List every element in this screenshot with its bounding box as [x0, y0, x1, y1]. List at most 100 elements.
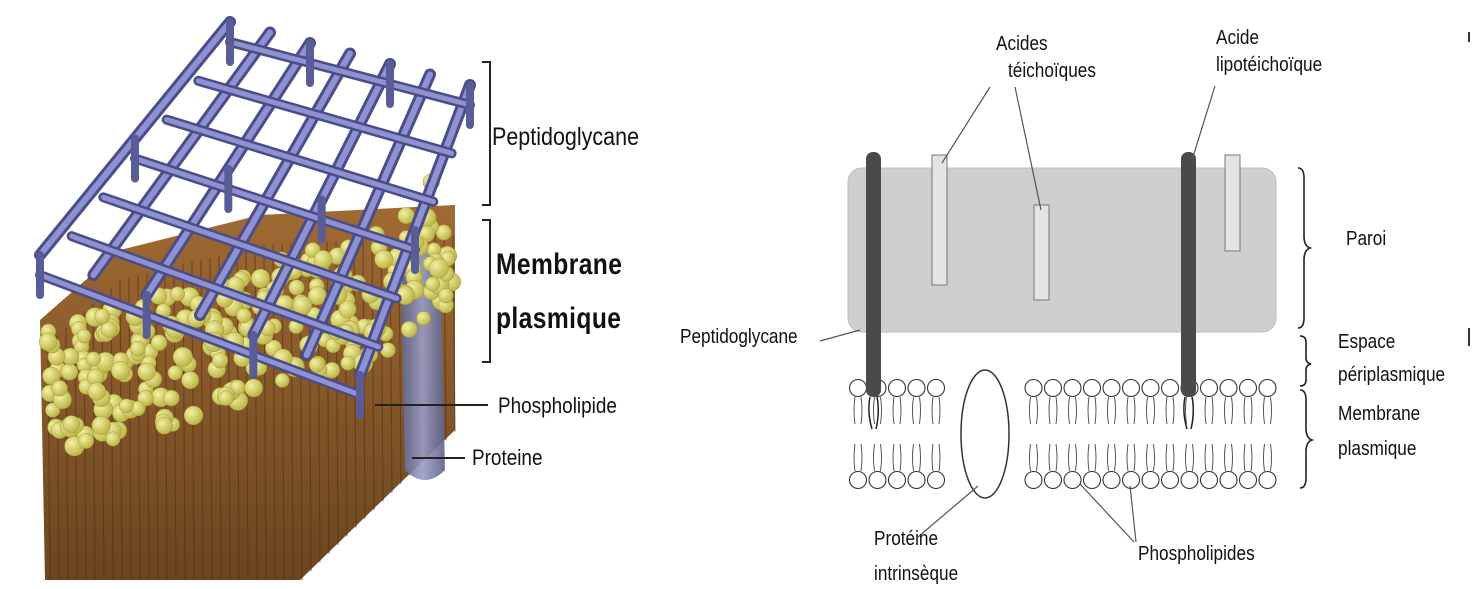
lipid-head [309, 357, 324, 372]
phospholipides-leader-1 [1080, 484, 1134, 542]
phospholipid-head [1259, 472, 1276, 489]
phospholipid-head [1201, 472, 1218, 489]
phospholipid-tail [1232, 444, 1233, 471]
phospholipid-head [1045, 472, 1062, 489]
phospholipid-tail [1166, 444, 1167, 471]
proteine-intrinseque-label-line1: Protéine [874, 528, 938, 550]
phospholipid-tail [1225, 397, 1226, 424]
lipid-head [170, 287, 184, 301]
phospholipid-tail [1069, 444, 1070, 471]
phospholipid-tail [1244, 444, 1245, 471]
lipid-head [341, 356, 355, 370]
lipid-head [111, 361, 129, 379]
phospholipid-tail [1212, 444, 1213, 471]
lipid-head [63, 416, 80, 433]
phospholipid-tail [1088, 444, 1089, 471]
lipid-head [119, 399, 133, 413]
lipid-head [429, 259, 449, 279]
phospholipid-tail [1173, 397, 1174, 424]
phospholipid-tail [1205, 444, 1206, 471]
phospholipid-tail [1147, 397, 1148, 424]
phospholipid-head [1240, 472, 1257, 489]
phospholipid-tail [1037, 397, 1038, 424]
phospholipid-tail [900, 444, 901, 471]
phospholipid-tail [1186, 397, 1187, 424]
lipoteichoic-acid-rod-2 [1181, 152, 1196, 397]
lipid-head [52, 380, 68, 396]
phospholipid-tail [1251, 397, 1252, 424]
lipid-head [398, 207, 414, 223]
phospholipid-head [1025, 380, 1042, 397]
phospholipid-head [1123, 380, 1140, 397]
lipoteichoic-acid-rod-1 [866, 152, 881, 397]
phospholipid-tail [1069, 397, 1070, 424]
left-membrane-illustration: Peptidoglycane Membrane plasmique Phosph… [0, 0, 660, 589]
phospholipid-head [1045, 380, 1062, 397]
phospholipid-head [1103, 380, 1120, 397]
phospholipid-tail [1271, 444, 1272, 471]
acide-lipoteichoique-label-line2: lipotéichoïque [1216, 54, 1322, 76]
phospholipid-head [1064, 472, 1081, 489]
phospholipid-tail [1037, 444, 1038, 471]
lipoteichoic-leader [1192, 86, 1215, 160]
phospholipid-tail [893, 397, 894, 424]
phospholipid-head [1220, 380, 1237, 397]
left-membrane-label-line2: plasmique [496, 300, 621, 338]
phospholipid-head [928, 472, 945, 489]
phospholipid-head [889, 472, 906, 489]
membrane-brace [1300, 390, 1312, 488]
lipid-head [61, 363, 78, 380]
left-phospholipide-label: Phospholipide [498, 394, 617, 419]
phospholipid-tail [1115, 397, 1116, 424]
teichoic-acid-rod-3 [1225, 155, 1240, 251]
paroi-brace [1298, 168, 1310, 328]
phospholipid-tail [1166, 397, 1167, 424]
phospholipid-tail [1056, 444, 1057, 471]
phospholipid-tail [1127, 444, 1128, 471]
phospholipid-tail [913, 444, 914, 471]
espace-label-line2: périplasmique [1338, 364, 1445, 386]
teichoic-leader-1 [942, 87, 990, 163]
phospholipid-tail [1186, 444, 1187, 471]
membrane-label-line2: plasmique [1338, 438, 1416, 460]
lipid-head [289, 280, 304, 295]
phospholipid-head [869, 472, 886, 489]
phospholipid-head [1220, 472, 1237, 489]
lipid-head [88, 383, 106, 401]
teichoic-acid-rod-2 [1034, 205, 1049, 300]
phospholipid-head [1084, 472, 1101, 489]
intrinsic-protein [961, 370, 1009, 498]
lipid-head [212, 353, 228, 369]
teichoic-acid-rod-1 [932, 155, 947, 285]
phospholipid-tail [932, 444, 933, 471]
phospholipid-head [928, 380, 945, 397]
lipid-head [245, 379, 263, 397]
lipid-head [78, 433, 93, 448]
phospholipid-tail [854, 397, 855, 424]
phospholipid-tail [861, 397, 862, 424]
lipid-head [151, 335, 167, 351]
phospholipid-head [1162, 380, 1179, 397]
lipid-head [86, 352, 101, 367]
acides-teichoiques-label-line1: Acides [996, 33, 1048, 55]
lipid-head [156, 417, 173, 434]
lipid-head [95, 309, 110, 324]
lipid-head [106, 432, 120, 446]
membrane-bracket [482, 220, 490, 362]
phospholipid-tail [1173, 444, 1174, 471]
peptidoglycan-wall [848, 168, 1276, 332]
lipid-head [401, 321, 417, 337]
phospholipid-tail [1088, 397, 1089, 424]
phospholipid-tail [1127, 397, 1128, 424]
lipid-head [219, 391, 234, 406]
phospholipid-tail [1030, 444, 1031, 471]
acide-lipoteichoique-label-line1: Acide [1216, 27, 1259, 49]
phospholipid-tail [881, 397, 882, 424]
phospholipid-tail [1205, 397, 1206, 424]
phospholipid-tail [1147, 444, 1148, 471]
phospholipid-tail [893, 444, 894, 471]
lipid-head [173, 347, 192, 366]
lipid-head [168, 366, 182, 380]
lipid-head [439, 288, 454, 303]
phospholipid-tail [854, 444, 855, 471]
